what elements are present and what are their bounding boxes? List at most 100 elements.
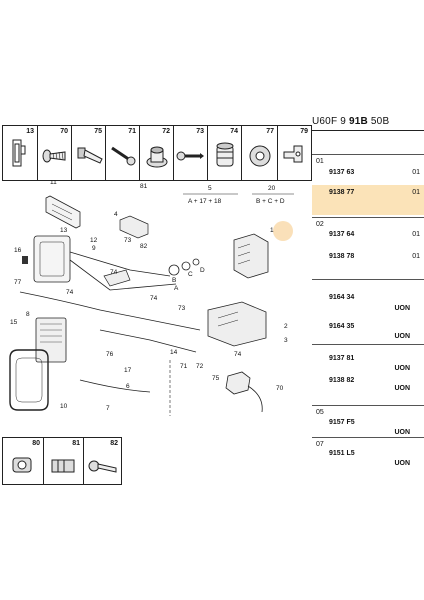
callout-label: 81 (140, 183, 148, 190)
rivet-icon (111, 146, 136, 166)
cable-assembly (225, 371, 251, 395)
part-number: 74 (230, 128, 238, 135)
part-quantity: 01 (412, 231, 420, 238)
spacer-icon (51, 459, 75, 473)
header-suffix: 50B (370, 116, 390, 127)
callout-label: 72 (196, 363, 204, 370)
part-reference[interactable]: 9137 81 (329, 355, 355, 362)
callout-label: 7 (106, 405, 110, 412)
part-reference-selected[interactable]: 9138 77 (329, 189, 355, 196)
part-cell-72: 72 (139, 126, 173, 180)
catalog-header: U60F 9 91B 50B (312, 116, 424, 127)
part-cell-77: 77 (241, 126, 277, 180)
callout-label: 74 (150, 295, 158, 302)
callout-label: 17 (124, 367, 132, 374)
latch-module (35, 317, 67, 363)
door-lock-1 (233, 233, 269, 279)
bolt-icon (77, 147, 103, 164)
lever-bracket (103, 269, 131, 287)
group-label: 07 (316, 441, 324, 448)
callout-label: C (188, 271, 193, 278)
callout-label: 1 (270, 227, 274, 234)
part-quantity: UON (394, 365, 410, 372)
part-reference[interactable]: 9137 63 (329, 169, 355, 176)
callout-label: 74 (66, 289, 74, 296)
clip-icon (12, 139, 26, 167)
part-cell-70: 70 (37, 126, 71, 180)
part-reference[interactable]: 9164 35 (329, 323, 355, 330)
part-quantity: UON (394, 305, 410, 312)
part-number: 75 (94, 128, 102, 135)
callout-label: 74 (234, 351, 242, 358)
callout-label: 6 (126, 383, 130, 390)
part-cell-13: 13 (3, 126, 37, 180)
callout-label: 75 (212, 375, 220, 382)
part-reference[interactable]: 9137 64 (329, 231, 355, 238)
callout-label: 76 (106, 351, 114, 358)
part-number: 72 (162, 128, 170, 135)
pin-icon (176, 151, 204, 161)
callout-label: 15 (10, 319, 18, 326)
header-prefix: U60F 9 (312, 116, 346, 127)
part-number: 80 (32, 440, 40, 447)
grommet-icon (146, 146, 168, 168)
callout-label: 71 (180, 363, 188, 370)
callout-label: 12 (90, 237, 98, 244)
part-number: 81 (72, 440, 80, 447)
part-quantity: UON (394, 429, 410, 436)
parts-reference-table: 01 9137 63 01 9138 77 01 02 9137 64 01 9… (312, 130, 424, 450)
plug-icon (216, 142, 234, 167)
exploded-door-lock-diagram: 5 A + 17 + 18 20 B + C + D (9, 180, 294, 416)
part-reference[interactable]: 9151 L5 (329, 450, 355, 457)
callout-label: A (174, 285, 179, 292)
screw-icon (42, 149, 66, 163)
part-number: 71 (128, 128, 136, 135)
highlighted-row (312, 185, 424, 215)
part-reference[interactable]: 9157 F5 (329, 419, 355, 426)
part-reference[interactable]: 9138 82 (329, 377, 355, 384)
highlight-marker (273, 221, 293, 241)
seal-frame (9, 349, 49, 411)
part-number: 82 (110, 440, 118, 447)
part-number: 70 (60, 128, 68, 135)
part-cell-81: 81 (43, 438, 83, 484)
part-number: 73 (196, 128, 204, 135)
part-number: 13 (26, 128, 34, 135)
bottom-parts-strip: 80 81 82 (2, 437, 122, 485)
group-label: 01 (316, 158, 324, 165)
part-cell-80: 80 (3, 438, 43, 484)
callout-label: 8 (26, 311, 30, 318)
handle-housing (33, 235, 71, 283)
legend-20-number: 20 (268, 185, 276, 192)
part-cell-73: 73 (173, 126, 207, 180)
part-cell-82: 82 (83, 438, 121, 484)
callout-label: 2 (284, 323, 288, 330)
group-label: 05 (316, 409, 324, 416)
nut-icon (12, 457, 32, 473)
part-quantity: 01 (412, 253, 420, 260)
bracket-clip-icon (283, 145, 303, 163)
callout-label: 16 (14, 247, 22, 254)
part-quantity: UON (394, 385, 410, 392)
callout-label: 73 (124, 237, 132, 244)
part-quantity: 01 (412, 169, 420, 176)
callout-label: D (200, 267, 205, 274)
actuator (119, 215, 149, 239)
part-cell-71: 71 (105, 126, 139, 180)
part-cell-79: 79 (277, 126, 311, 180)
callout-label: 10 (60, 403, 68, 410)
part-reference[interactable]: 9138 78 (329, 253, 355, 260)
callout-label: 14 (170, 349, 178, 356)
header-code: 91B (348, 116, 368, 127)
group-label: 02 (316, 221, 324, 228)
callout-label: 11 (50, 180, 57, 186)
part-cell-75: 75 (71, 126, 105, 180)
part-reference[interactable]: 9164 34 (329, 294, 355, 301)
callout-label: 82 (140, 243, 148, 250)
callout-label: 9 (92, 245, 96, 252)
interior-handle (45, 195, 81, 229)
bushing-icon (249, 145, 271, 167)
callout-label: 73 (178, 305, 186, 312)
screw-icon (88, 460, 117, 473)
